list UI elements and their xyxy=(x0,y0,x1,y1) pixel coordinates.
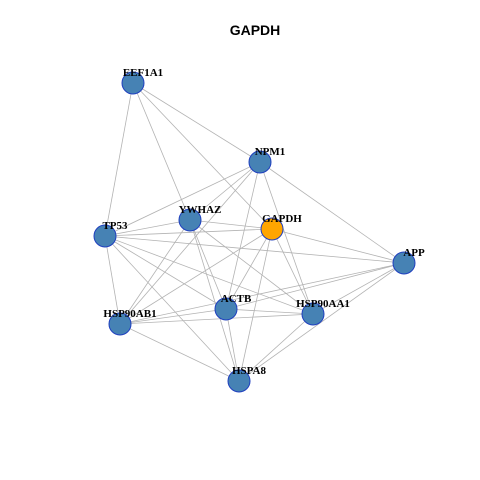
edge-ywhaz-hsp90ab1 xyxy=(119,219,191,325)
edge-ywhaz-tp53 xyxy=(104,219,191,237)
edge-tp53-actb xyxy=(104,235,227,310)
node-label: APP xyxy=(403,247,425,259)
edge-npm1-actb xyxy=(225,161,261,310)
node-tp53[interactable]: TP53 xyxy=(93,220,128,248)
edge-gapdh-hsp90aa1 xyxy=(271,228,314,315)
edge-npm1-tp53 xyxy=(104,161,261,237)
edge-hsp90aa1-hsp90ab1 xyxy=(119,313,314,325)
edge-actb-hspa8 xyxy=(225,308,240,382)
edge-hsp90aa1-hspa8 xyxy=(238,313,314,382)
node-circle[interactable] xyxy=(178,208,202,232)
node-hsp90ab1[interactable]: HSP90AB1 xyxy=(103,308,157,336)
node-npm1[interactable]: NPM1 xyxy=(248,146,286,174)
node-circle[interactable] xyxy=(121,71,145,95)
node-label: ACTB xyxy=(221,293,252,305)
edge-ywhaz-actb xyxy=(189,219,227,310)
edge-eef1a1-npm1 xyxy=(132,82,261,163)
edge-gapdh-hsp90ab1 xyxy=(119,228,273,325)
node-circle[interactable] xyxy=(392,251,416,275)
node-label: GAPDH xyxy=(262,213,302,225)
node-circle[interactable] xyxy=(108,312,132,336)
edge-eef1a1-tp53 xyxy=(104,82,134,237)
node-circle[interactable] xyxy=(260,217,284,241)
edge-tp53-hsp90ab1 xyxy=(104,235,121,325)
edge-gapdh-app xyxy=(271,228,405,264)
graph-title: GAPDH xyxy=(230,22,281,38)
node-gapdh[interactable]: GAPDH xyxy=(260,213,302,241)
node-actb[interactable]: ACTB xyxy=(214,293,252,321)
edge-app-actb xyxy=(225,262,405,310)
edge-eef1a1-ywhaz xyxy=(132,82,191,221)
node-circle[interactable] xyxy=(301,302,325,326)
edge-actb-hsp90ab1 xyxy=(119,308,227,325)
edge-app-hspa8 xyxy=(238,262,405,382)
node-label: HSP90AA1 xyxy=(296,298,350,310)
node-hsp90aa1[interactable]: HSP90AA1 xyxy=(296,298,350,326)
edge-gapdh-tp53 xyxy=(104,228,273,237)
node-circle[interactable] xyxy=(248,150,272,174)
node-circle[interactable] xyxy=(93,224,117,248)
node-label: TP53 xyxy=(102,220,128,232)
node-ywhaz[interactable]: YWHAZ xyxy=(178,204,222,232)
edge-gapdh-hspa8 xyxy=(238,228,273,382)
node-app[interactable]: APP xyxy=(392,247,425,275)
edge-app-hsp90ab1 xyxy=(119,262,405,325)
node-label: HSP90AB1 xyxy=(103,308,156,320)
edge-hsp90ab1-hspa8 xyxy=(119,323,240,382)
edge-tp53-hsp90aa1 xyxy=(104,235,314,315)
edge-layer xyxy=(104,82,405,382)
edge-actb-hsp90aa1 xyxy=(225,308,314,315)
node-label: EEF1A1 xyxy=(123,67,163,79)
edge-app-hsp90aa1 xyxy=(312,262,405,315)
node-hspa8[interactable]: HSPA8 xyxy=(227,365,267,393)
edge-npm1-hsp90ab1 xyxy=(119,161,261,325)
edge-ywhaz-hsp90aa1 xyxy=(189,219,314,315)
node-label: HSPA8 xyxy=(232,365,267,377)
edge-eef1a1-gapdh xyxy=(132,82,273,230)
edge-npm1-ywhaz xyxy=(189,161,261,221)
node-circle[interactable] xyxy=(214,297,238,321)
edge-tp53-app xyxy=(104,235,405,264)
edge-npm1-app xyxy=(259,161,405,264)
edge-tp53-hspa8 xyxy=(104,235,240,382)
node-circle[interactable] xyxy=(227,369,251,393)
edge-ywhaz-gapdh xyxy=(189,219,273,230)
edge-ywhaz-hspa8 xyxy=(189,219,240,382)
node-label: YWHAZ xyxy=(179,204,222,216)
edge-gapdh-actb xyxy=(225,228,273,310)
node-label: NPM1 xyxy=(255,146,286,158)
node-eef1a1[interactable]: EEF1A1 xyxy=(121,67,163,95)
